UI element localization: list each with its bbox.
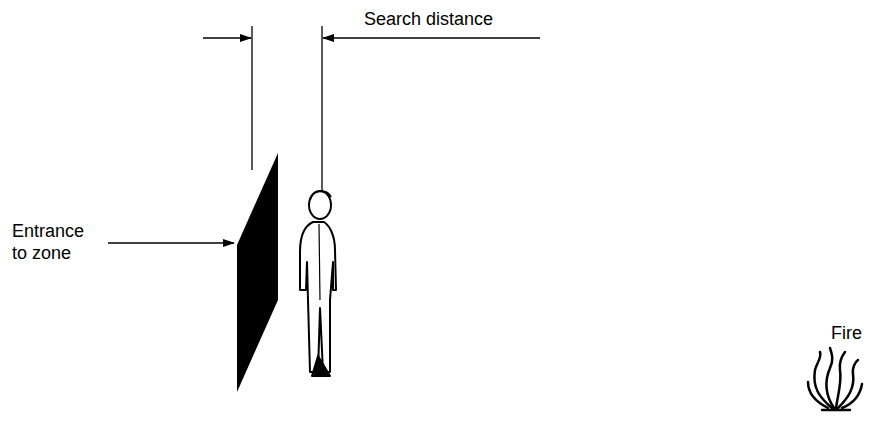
- extension-line: [251, 26, 252, 170]
- fire-symbol: [808, 348, 862, 410]
- dimension-arrow: [323, 37, 540, 38]
- fire-label: Fire: [831, 322, 862, 344]
- dimension-label: Search distance: [364, 8, 493, 30]
- dimension-arrow: [203, 37, 251, 38]
- entrance-label: Entrance to zone: [12, 220, 98, 264]
- entrance-panel: [237, 153, 278, 392]
- person-figure: [300, 191, 336, 376]
- pointer-arrow: [108, 242, 234, 243]
- extension-line: [321, 26, 322, 192]
